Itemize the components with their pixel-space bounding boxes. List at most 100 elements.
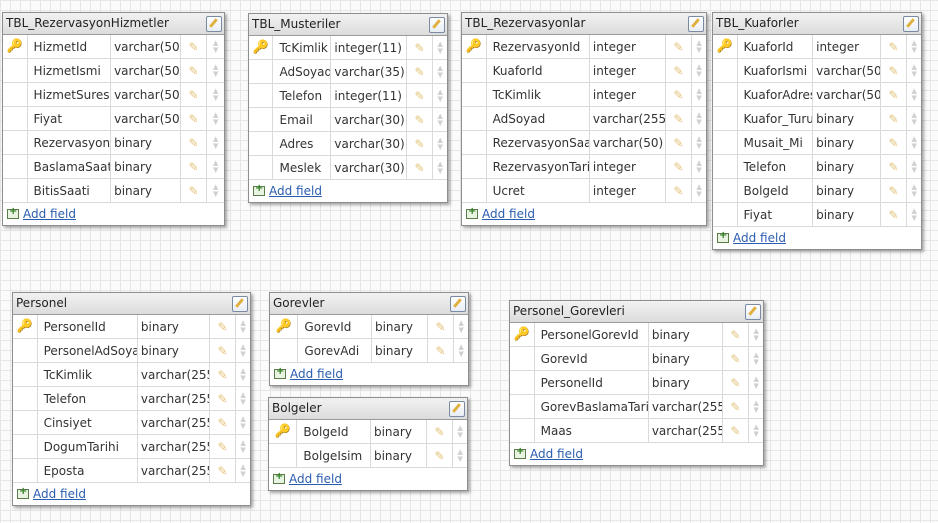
reorder-arrows-icon[interactable]: ▲▼ bbox=[457, 447, 463, 463]
add-field-link[interactable]: Add field bbox=[733, 231, 786, 245]
pencil-icon[interactable]: ✎ bbox=[188, 63, 199, 78]
reorder-arrows-icon[interactable]: ▲▼ bbox=[212, 182, 219, 198]
pencil-icon[interactable]: ✎ bbox=[673, 39, 684, 54]
pencil-icon[interactable]: ✎ bbox=[673, 111, 684, 126]
pencil-icon[interactable]: ✎ bbox=[217, 367, 228, 382]
reorder-arrows-icon[interactable]: ▲▼ bbox=[911, 110, 917, 126]
edit-table-icon[interactable] bbox=[688, 16, 704, 32]
reorder-arrows-icon[interactable]: ▲▼ bbox=[458, 342, 464, 358]
pencil-icon[interactable]: ✎ bbox=[435, 319, 446, 334]
add-field-icon[interactable] bbox=[273, 471, 285, 484]
pencil-icon[interactable]: ✎ bbox=[217, 343, 228, 358]
pencil-icon[interactable]: ✎ bbox=[434, 424, 445, 439]
add-field-link[interactable]: Add field bbox=[33, 487, 86, 501]
reorder-arrows-icon[interactable]: ▲▼ bbox=[212, 62, 219, 78]
pencil-icon[interactable]: ✎ bbox=[188, 39, 199, 54]
pencil-icon[interactable]: ✎ bbox=[888, 183, 899, 198]
table-header[interactable]: TBL_Rezervasyonlar bbox=[462, 13, 706, 35]
pencil-icon[interactable]: ✎ bbox=[217, 391, 228, 406]
pencil-icon[interactable]: ✎ bbox=[888, 63, 899, 78]
table-header[interactable]: Gorevler bbox=[270, 293, 468, 315]
pencil-icon[interactable]: ✎ bbox=[888, 207, 899, 222]
pencil-icon[interactable]: ✎ bbox=[434, 448, 445, 463]
pencil-icon[interactable]: ✎ bbox=[217, 415, 228, 430]
reorder-arrows-icon[interactable]: ▲▼ bbox=[212, 38, 219, 54]
pencil-icon[interactable]: ✎ bbox=[217, 439, 228, 454]
reorder-arrows-icon[interactable]: ▲▼ bbox=[437, 87, 443, 103]
add-field-icon[interactable] bbox=[466, 206, 478, 219]
reorder-arrows-icon[interactable]: ▲▼ bbox=[753, 374, 759, 390]
table-header[interactable]: TBL_Musteriler bbox=[249, 14, 447, 36]
pencil-icon[interactable]: ✎ bbox=[888, 87, 899, 102]
reorder-arrows-icon[interactable]: ▲▼ bbox=[696, 182, 702, 198]
add-field-link[interactable]: Add field bbox=[530, 447, 583, 461]
pencil-icon[interactable]: ✎ bbox=[673, 159, 684, 174]
pencil-icon[interactable]: ✎ bbox=[673, 87, 684, 102]
edit-table-icon[interactable] bbox=[206, 16, 222, 32]
pencil-icon[interactable]: ✎ bbox=[188, 159, 199, 174]
pencil-icon[interactable]: ✎ bbox=[188, 135, 199, 150]
reorder-arrows-icon[interactable]: ▲▼ bbox=[696, 110, 702, 126]
pencil-icon[interactable]: ✎ bbox=[188, 111, 199, 126]
reorder-arrows-icon[interactable]: ▲▼ bbox=[911, 134, 917, 150]
edit-table-icon[interactable] bbox=[903, 16, 919, 32]
edit-table-icon[interactable] bbox=[232, 296, 248, 312]
reorder-arrows-icon[interactable]: ▲▼ bbox=[753, 398, 759, 414]
reorder-arrows-icon[interactable]: ▲▼ bbox=[240, 342, 246, 358]
reorder-arrows-icon[interactable]: ▲▼ bbox=[212, 158, 219, 174]
add-field-icon[interactable] bbox=[7, 206, 19, 219]
edit-table-icon[interactable] bbox=[450, 296, 466, 312]
add-field-link[interactable]: Add field bbox=[23, 207, 76, 221]
pencil-icon[interactable]: ✎ bbox=[730, 351, 741, 366]
pencil-icon[interactable]: ✎ bbox=[730, 327, 741, 342]
add-field-icon[interactable] bbox=[17, 486, 29, 499]
pencil-icon[interactable]: ✎ bbox=[888, 159, 899, 174]
reorder-arrows-icon[interactable]: ▲▼ bbox=[753, 422, 759, 438]
reorder-arrows-icon[interactable]: ▲▼ bbox=[696, 134, 702, 150]
pencil-icon[interactable]: ✎ bbox=[730, 399, 741, 414]
pencil-icon[interactable]: ✎ bbox=[217, 463, 228, 478]
edit-table-icon[interactable] bbox=[745, 304, 761, 320]
reorder-arrows-icon[interactable]: ▲▼ bbox=[212, 110, 219, 126]
reorder-arrows-icon[interactable]: ▲▼ bbox=[437, 39, 443, 55]
table-header[interactable]: TBL_RezervasyonHizmetler bbox=[3, 13, 224, 35]
reorder-arrows-icon[interactable]: ▲▼ bbox=[457, 423, 463, 439]
table-header[interactable]: Personel bbox=[13, 293, 250, 315]
pencil-icon[interactable]: ✎ bbox=[888, 111, 899, 126]
pencil-icon[interactable]: ✎ bbox=[414, 88, 425, 103]
pencil-icon[interactable]: ✎ bbox=[673, 183, 684, 198]
add-field-link[interactable]: Add field bbox=[290, 367, 343, 381]
field-row[interactable]: RezervasyonTarihiinteger✎▲▼ bbox=[462, 155, 706, 179]
edit-table-icon[interactable] bbox=[449, 401, 465, 417]
reorder-arrows-icon[interactable]: ▲▼ bbox=[696, 158, 702, 174]
